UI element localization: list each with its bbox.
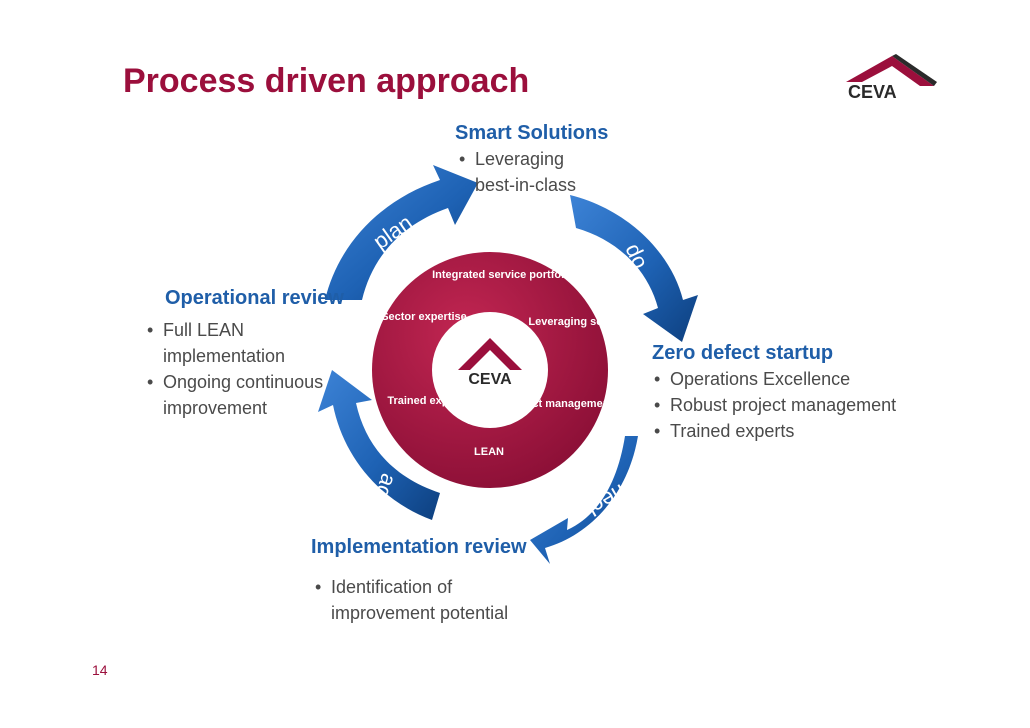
plan-arrow xyxy=(325,165,478,300)
smart-solutions-heading: Smart Solutions xyxy=(455,122,609,144)
list-item: Operations Excellence xyxy=(652,366,952,392)
do-arrow xyxy=(570,195,698,342)
page-title: Process driven approach xyxy=(123,62,530,100)
zero-defect-bullets: Operations Excellence Robust project man… xyxy=(652,366,952,444)
project-label: Project management xyxy=(505,398,614,410)
list-item: Leveraging best-in-class xyxy=(457,146,597,198)
center-top-label: Integrated service portfolio xyxy=(432,269,574,281)
list-item: Ongoing continuous improvement xyxy=(145,369,355,421)
operational-review-heading: Operational review xyxy=(165,287,344,309)
list-item: Robust project management xyxy=(652,392,952,418)
zero-defect-heading: Zero defect startup xyxy=(652,342,834,364)
operational-review-bullets: Full LEAN implementation Ongoing continu… xyxy=(145,317,355,421)
sector-label: Sector expertise xyxy=(381,311,467,323)
list-item: Identification of improvement potential xyxy=(313,574,553,626)
list-item: Trained experts xyxy=(652,418,952,444)
center-logo-icon xyxy=(458,338,522,370)
lean-label: LEAN xyxy=(474,446,504,458)
trained-label: Trained experts xyxy=(387,395,468,407)
center-logo-wordmark: CEVA xyxy=(468,371,512,388)
smart-solutions-bullets: Leveraging best-in-class xyxy=(457,146,597,198)
implementation-review-heading: Implementation review xyxy=(311,536,527,558)
list-item: Full LEAN implementation xyxy=(145,317,355,369)
center-white xyxy=(432,312,548,428)
ceva-logo: CEVA xyxy=(846,54,937,102)
page-number: 14 xyxy=(92,662,108,678)
check-label: check xyxy=(577,474,640,525)
leveraging-label: Leveraging scale xyxy=(528,316,617,328)
implementation-review-bullets: Identification of improvement potential xyxy=(313,574,553,626)
check-arrow xyxy=(530,436,638,564)
logo-wordmark: CEVA xyxy=(848,82,897,102)
